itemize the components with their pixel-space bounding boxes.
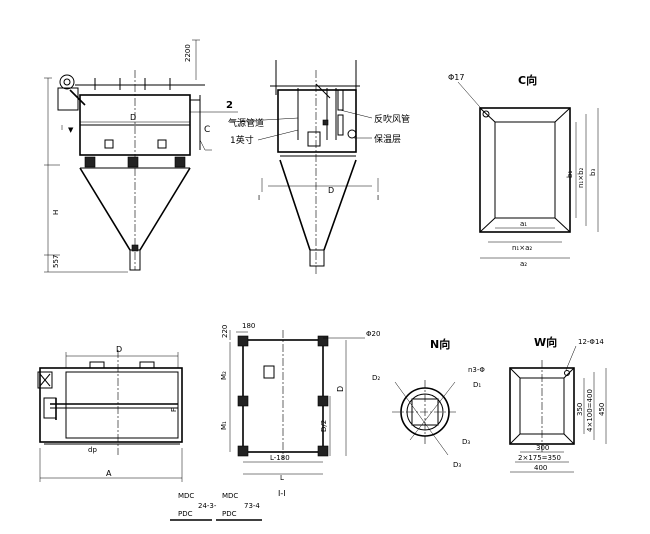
dim-4x100: 4×100=400 bbox=[586, 389, 594, 432]
dim-D-section: D bbox=[336, 386, 345, 392]
section-II-view: 180 220 M₂ M₁ D/2 D Φ20 L-180 L I-I bbox=[220, 322, 380, 498]
plan-view: D A dp F bbox=[37, 345, 183, 482]
dim-220: 220 bbox=[221, 325, 229, 338]
section-I-left: I bbox=[258, 194, 260, 202]
dim-n1b2: n₁×b₂ bbox=[577, 167, 585, 188]
mark-v: ▼ bbox=[68, 126, 74, 134]
dim-b1: b₁ bbox=[566, 171, 574, 178]
n-view-title: N向 bbox=[430, 337, 450, 351]
side-view: I I D 气源管道 1英寸 反吹风管 保温层 bbox=[228, 60, 410, 275]
dim-D2: D/2 bbox=[320, 420, 328, 432]
section-caption: I-I bbox=[278, 489, 286, 498]
c-view-title: C向 bbox=[518, 73, 537, 87]
w-view: W向 12-Φ14 350 4×100=400 450 300 2×175=35… bbox=[509, 335, 607, 473]
dim-H: H bbox=[52, 210, 60, 215]
n-holes: n3-Φ bbox=[468, 366, 485, 374]
n-view: N向 D₂ n3-Φ D₁ D₃ D₃ bbox=[372, 337, 485, 469]
w-view-title: W向 bbox=[534, 335, 557, 349]
c-view-hole: Φ17 bbox=[448, 73, 464, 82]
view-arrow-C: C bbox=[204, 125, 210, 135]
label-insulation: 保温层 bbox=[374, 133, 401, 145]
dim-D-side: D bbox=[328, 186, 334, 195]
dim-557: 557 bbox=[52, 255, 60, 268]
dim-D-plan: D bbox=[116, 345, 122, 354]
dim-180: 180 bbox=[242, 322, 255, 330]
model1-num: 24-3- bbox=[198, 502, 217, 510]
front-view: H 557 ▼ 2200 D 2 C bbox=[44, 39, 238, 273]
dim-a2: a₂ bbox=[520, 260, 527, 268]
dim-L: L bbox=[280, 474, 284, 482]
dim-350-w: 350 bbox=[576, 403, 584, 416]
model1-top: MDC bbox=[178, 492, 194, 500]
section-I-right: I bbox=[377, 194, 379, 202]
model2-top: MDC bbox=[222, 492, 238, 500]
dim-M1: M₁ bbox=[220, 421, 228, 430]
dim-dp: dp bbox=[88, 446, 97, 454]
label-leak-pipe: 气源管道 bbox=[228, 117, 264, 129]
n-label-D3-bottom: D₃ bbox=[453, 461, 461, 469]
dim-2x175: 2×175=350 bbox=[518, 454, 561, 462]
dim-D-front: D bbox=[130, 113, 136, 122]
model-labels: MDC 24-3- PDC MDC 73-4 PDC bbox=[170, 492, 262, 521]
n-label-D2: D₂ bbox=[372, 374, 380, 382]
dim-A: A bbox=[106, 469, 112, 478]
dim-M2: M₂ bbox=[220, 371, 228, 380]
dim-a1: a₁ bbox=[520, 220, 527, 228]
label-fan-pipe: 反吹风管 bbox=[374, 113, 410, 125]
dim-300: 300 bbox=[536, 444, 549, 452]
model1-bottom: PDC bbox=[178, 510, 193, 518]
model2-num: 73-4 bbox=[244, 502, 260, 510]
label-one-inch: 1英寸 bbox=[230, 134, 254, 146]
c-view: C向 Φ17 a₁ n₁×a₂ a₂ b₁ n₁×b₂ b₃ bbox=[448, 73, 599, 268]
dim-L180: L-180 bbox=[270, 454, 290, 462]
n-label-D1: D₁ bbox=[473, 381, 481, 389]
callout-2: 2 bbox=[226, 100, 233, 111]
hole-phi20: Φ20 bbox=[366, 330, 380, 338]
model2-bottom: PDC bbox=[222, 510, 237, 518]
dim-450: 450 bbox=[598, 403, 606, 416]
dim-2200: 2200 bbox=[184, 44, 192, 62]
w-holes: 12-Φ14 bbox=[578, 338, 604, 346]
dim-n1a2: n₁×a₂ bbox=[512, 244, 532, 252]
n-label-D3: D₃ bbox=[462, 438, 470, 446]
dim-400: 400 bbox=[534, 464, 547, 472]
dim-F: F bbox=[170, 408, 178, 412]
dim-b3: b₃ bbox=[589, 169, 597, 176]
